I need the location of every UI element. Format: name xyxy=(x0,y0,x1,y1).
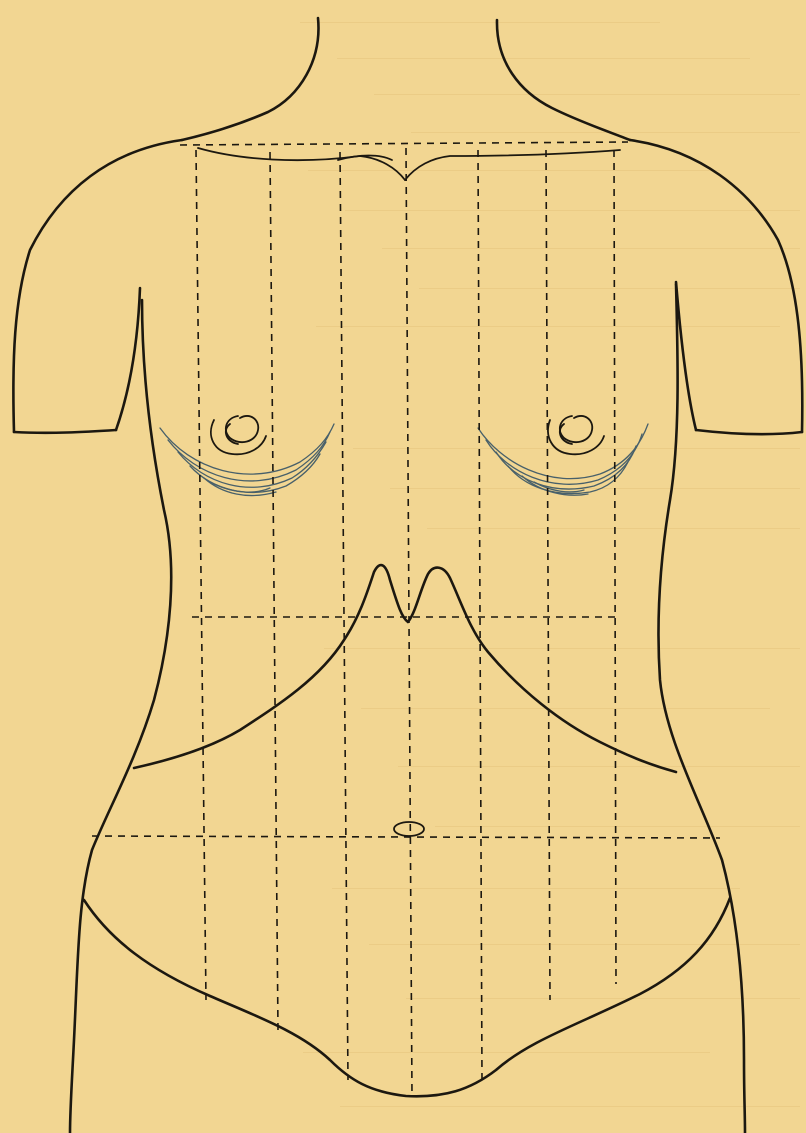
right-nipple xyxy=(548,416,604,454)
right-breast-shading xyxy=(478,424,648,495)
left-nipple xyxy=(211,416,266,454)
clavicle-lines xyxy=(198,148,620,180)
torso-left-side xyxy=(70,300,171,1133)
torso-right-side xyxy=(658,284,745,1133)
left-shoulder-arm-outline xyxy=(13,140,182,433)
lower-abdomen-outline xyxy=(84,898,730,1096)
right-shoulder-arm-outline xyxy=(630,140,802,434)
grid-horizontal-lines xyxy=(92,142,720,838)
neck-outline xyxy=(182,18,630,140)
costal-margin xyxy=(134,565,676,772)
navel xyxy=(394,822,424,836)
left-breast-shading xyxy=(160,424,334,496)
